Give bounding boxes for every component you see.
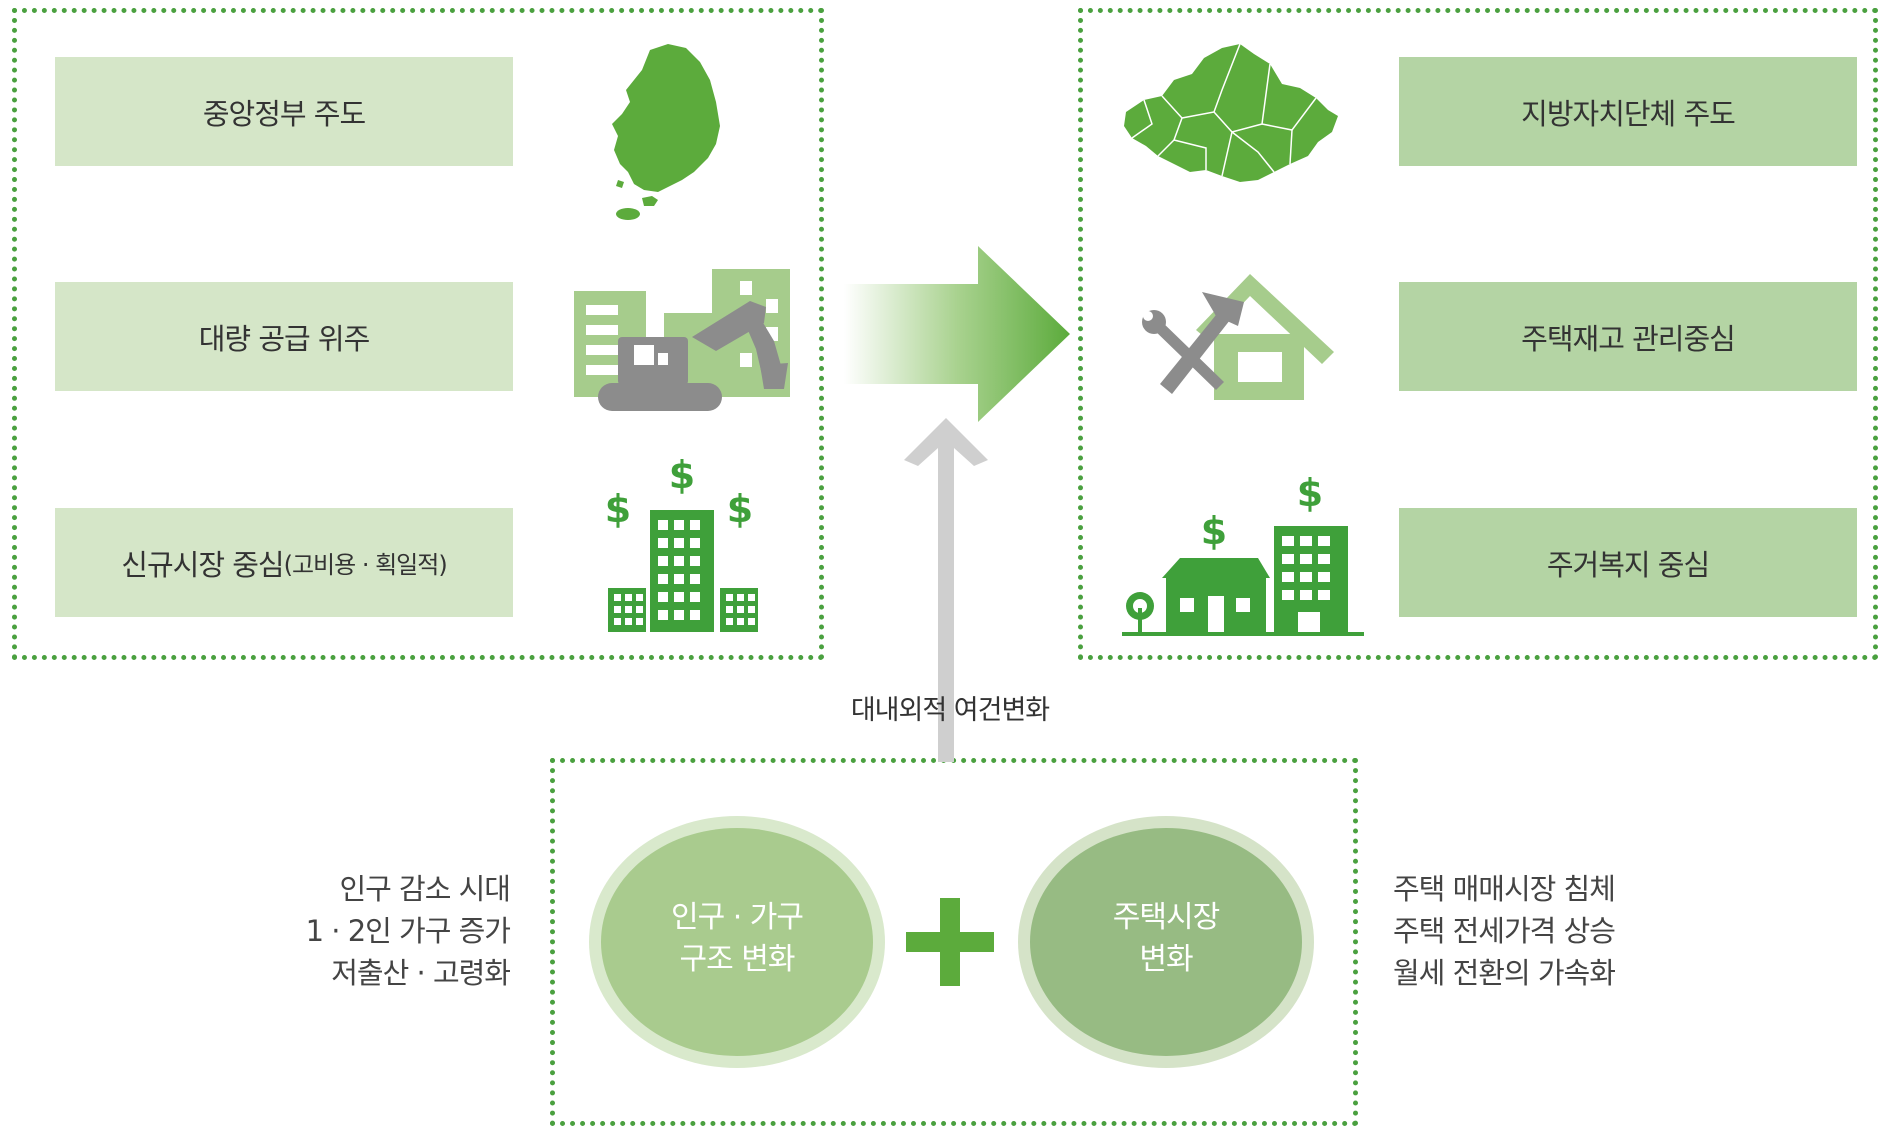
construction-excavator-icon: [574, 269, 790, 411]
before-item-label: 신규시장 중심: [121, 547, 284, 582]
after-item-stock-management: 주택재고 관리중심: [1399, 282, 1857, 391]
before-item-central-gov: 중앙정부 주도: [55, 57, 513, 166]
svg-text:$: $: [1297, 471, 1323, 515]
note-line: 월세 전환의 가속화: [1393, 956, 1616, 990]
after-item-label: 주택재고 관리중심: [1521, 321, 1736, 356]
before-panel: [12, 8, 824, 660]
after-item-label: 주거복지 중심: [1546, 547, 1710, 582]
svg-text:$: $: [669, 454, 695, 497]
after-item-welfare: 주거복지 중심: [1399, 508, 1857, 617]
circle-label-line: 주택시장: [1112, 900, 1220, 935]
svg-text:$: $: [727, 487, 753, 531]
before-item-label: 대량 공급 위주: [198, 321, 371, 356]
before-item-sublabel: (고비용 · 획일적): [283, 551, 448, 579]
circle-housing-market: [1018, 816, 1314, 1068]
money-buildings-icon: $ $ $: [605, 454, 758, 632]
plus-icon: [906, 898, 994, 986]
note-line: 주택 전세가격 상승: [1393, 914, 1616, 948]
after-item-local-gov: 지방자치단체 주도: [1399, 57, 1857, 166]
population-notes: 인구 감소 시대 1 · 2인 가구 증가 저출산 · 고령화: [240, 868, 511, 994]
note-line: 주택 매매시장 침체: [1393, 872, 1616, 906]
after-item-label: 지방자치단체 주도: [1521, 96, 1736, 131]
korea-map-icon: [612, 44, 720, 220]
circle-label-line: 구조 변화: [679, 942, 796, 977]
circle-housing-market-label: 주택시장 변화: [1046, 897, 1286, 981]
note-line: 1 · 2인 가구 증가: [305, 914, 511, 948]
svg-text:$: $: [1201, 509, 1227, 553]
up-arrow: [904, 418, 988, 762]
seoul-map-icon: [1124, 43, 1338, 182]
transition-arrow: [844, 246, 1070, 422]
transition-caption: 대내외적 여건변화: [850, 695, 1050, 726]
svg-text:$: $: [605, 487, 631, 531]
circle-label-line: 인구 · 가구: [670, 900, 804, 935]
circle-population: [589, 816, 885, 1068]
after-panel: [1078, 8, 1878, 660]
before-item-label: 중앙정부 주도: [202, 96, 366, 131]
circle-population-label: 인구 · 가구 구조 변화: [617, 897, 857, 981]
market-notes: 주택 매매시장 침체 주택 전세가격 상승 월세 전환의 가속화: [1393, 868, 1713, 994]
before-item-new-market: 신규시장 중심(고비용 · 획일적): [55, 508, 513, 617]
circle-label-line: 변화: [1139, 942, 1193, 977]
note-line: 저출산 · 고령화: [331, 956, 511, 990]
house-repair-tools-icon: [1142, 274, 1334, 400]
housing-welfare-icon: $ $: [1122, 471, 1364, 636]
before-item-mass-supply: 대량 공급 위주: [55, 282, 513, 391]
note-line: 인구 감소 시대: [339, 872, 511, 906]
